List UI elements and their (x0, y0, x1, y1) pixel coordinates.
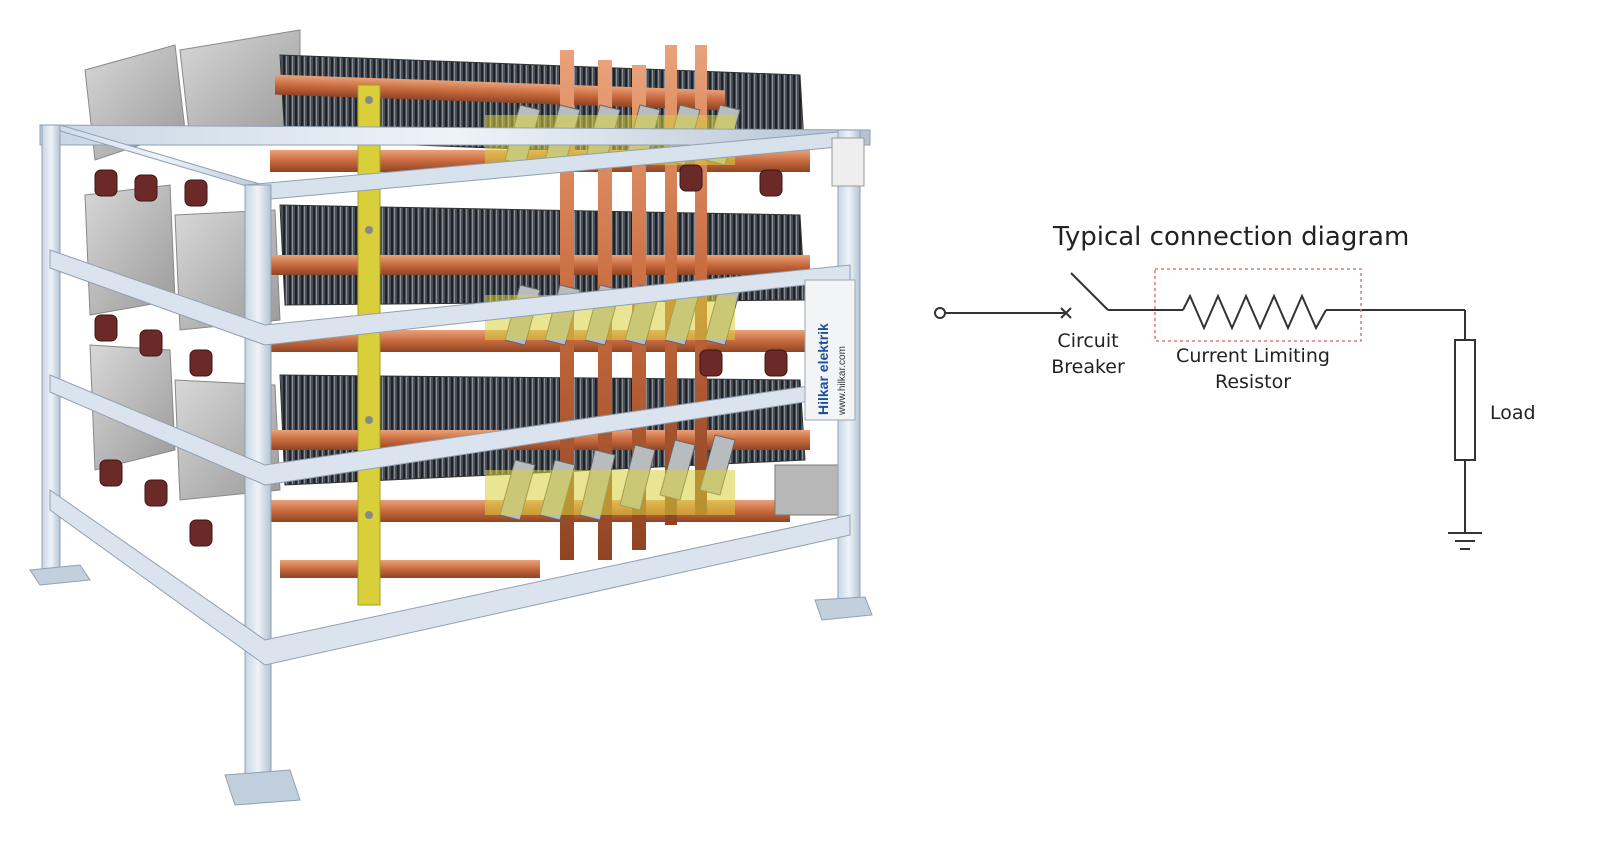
brand-url: www.hilkar.com (837, 346, 848, 416)
resistor-label-line2: Resistor (1215, 371, 1291, 393)
circuit-wiring (934, 272, 1482, 550)
breaker-switch-blade (1070, 272, 1109, 311)
ground-symbol (1448, 532, 1482, 550)
brand-sign: Hilkar elektrik www.hilkar.com (804, 279, 856, 421)
load-label: Load (1490, 402, 1536, 424)
steel-frame (29, 124, 873, 806)
label-plate (831, 137, 865, 187)
diagram-title: Typical connection diagram (1052, 222, 1409, 252)
resistor-bank-photo: Hilkar elektrik www.hilkar.com (29, 29, 873, 806)
breaker-label-line1: Circuit (1057, 330, 1118, 352)
breaker-label-line2: Breaker (1051, 356, 1125, 378)
resistor-symbol (1182, 293, 1327, 331)
load-symbol (1454, 339, 1476, 461)
input-terminal (934, 307, 946, 319)
resistor-dashed-box (1154, 268, 1362, 342)
brand-logo: Hilkar elektrik (815, 323, 831, 415)
resistor-label-line1: Current Limiting (1176, 345, 1330, 367)
